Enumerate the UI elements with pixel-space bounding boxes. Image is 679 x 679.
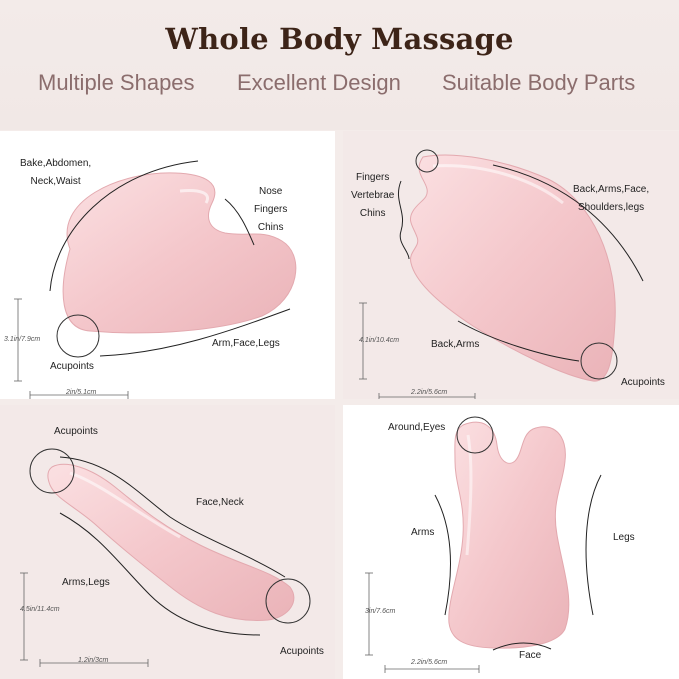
dim-height: 3in/7.6cm — [365, 608, 396, 615]
panel-comb-stone: Around,Eyes Arms Legs Face 3in/7.6cm 2.2… — [343, 405, 679, 679]
subtitle-design: Excellent Design — [237, 70, 401, 95]
header: Whole Body Massage Multiple Shapes Excel… — [0, 0, 679, 130]
heart-stone-shape — [62, 172, 297, 334]
panel-heart-stone: Bake,Abdomen, Neck,Waist Nose Fingers Ch… — [0, 131, 335, 399]
dim-width: 1.2in/3cm — [78, 657, 109, 664]
wing-stone-illustration — [359, 149, 644, 399]
acupoint-circle-top — [29, 448, 75, 494]
label-arms: Arms — [411, 527, 435, 538]
curve-stone-illustration — [20, 448, 311, 667]
dim-height: 4.5in/11.4cm — [20, 606, 60, 613]
acupoint-circle — [265, 578, 311, 624]
label-arms-legs: Arms,Legs — [62, 577, 110, 588]
subtitle-body-parts: Suitable Body Parts — [442, 70, 636, 95]
comb-stone-shape — [448, 421, 570, 649]
acupoint-circle — [580, 342, 618, 380]
panel-curve-stone: Acupoints Face,Neck Arms,Legs Acupoints … — [0, 405, 335, 679]
dim-width: 2.2in/5.6cm — [411, 389, 448, 396]
dim-width: 2in/5.1cm — [66, 389, 97, 396]
label-acupoints-top: Acupoints — [54, 426, 98, 437]
dim-width: 2.2in/5.6cm — [411, 659, 448, 666]
label-arm-face-legs: Arm,Face,Legs — [212, 338, 280, 349]
acupoint-circle-top — [415, 149, 439, 173]
acupoint-circle — [456, 416, 494, 454]
heart-stone-illustration — [14, 160, 297, 399]
label-acupoints: Acupoints — [50, 361, 94, 372]
comb-stone-illustration — [365, 416, 602, 673]
label-fingers-vertebrae-chins: Fingers Vertebrae Chins — [351, 172, 395, 219]
dim-height: 3.1in/7.9cm — [4, 336, 41, 343]
label-back-arms: Back,Arms — [431, 339, 480, 350]
panel-wing-stone: Fingers Vertebrae Chins Back,Arms,Face, … — [343, 131, 679, 399]
page-title: Whole Body Massage — [165, 22, 514, 56]
label-back-arms-face: Back,Arms,Face, Shoulders,legs — [573, 184, 650, 213]
label-face: Face — [519, 650, 542, 661]
label-back-abdomen: Bake,Abdomen, Neck,Waist — [20, 158, 92, 187]
label-around-eyes: Around,Eyes — [388, 422, 446, 433]
acupoint-circle — [56, 314, 100, 358]
label-legs: Legs — [613, 532, 635, 543]
curve-stone-shape — [47, 463, 295, 621]
label-acupoints: Acupoints — [621, 377, 665, 388]
wing-stone-shape — [410, 154, 616, 382]
subtitle-shapes: Multiple Shapes — [38, 70, 195, 95]
dim-height: 4.1in/10.4cm — [359, 337, 400, 344]
label-acupoints: Acupoints — [280, 646, 324, 657]
label-face-neck: Face,Neck — [196, 497, 244, 508]
label-nose-fingers-chins: Nose Fingers Chins — [254, 186, 288, 233]
